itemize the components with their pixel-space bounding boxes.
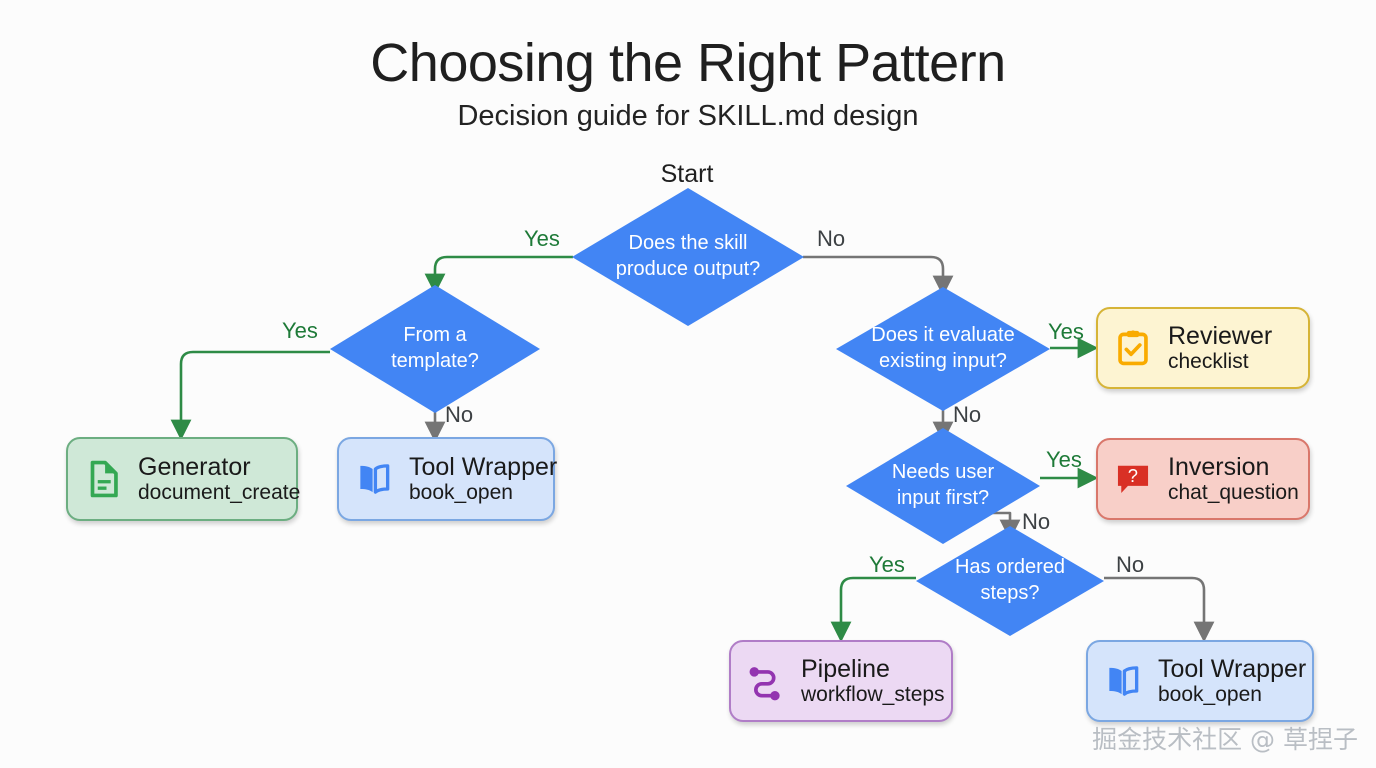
edge-yes-from-template bbox=[170, 350, 330, 441]
node-generator-title: Generator bbox=[138, 452, 251, 481]
node-tool-wrapper-left-title: Tool Wrapper bbox=[409, 452, 558, 481]
edge-label-yes-has-ordered-steps: Yes bbox=[869, 552, 905, 577]
edge-label-no-has-ordered-steps: No bbox=[1116, 552, 1145, 577]
node-tool-wrapper-bottom-text: Tool Wrapper book_open bbox=[1158, 655, 1306, 707]
node-pipeline-text: Pipeline workflow_steps bbox=[801, 655, 945, 707]
edge-label-yes-needs-user-input: Yes bbox=[1046, 447, 1082, 472]
edge-no-has-ordered-steps bbox=[1104, 576, 1215, 643]
edge-label-yes-evaluate-input: Yes bbox=[1048, 319, 1084, 344]
edge-label-yes-produce-output: Yes bbox=[524, 226, 560, 251]
edge-yes-produce-output bbox=[424, 255, 573, 295]
node-generator-text: Generator document_create bbox=[138, 453, 300, 505]
node-reviewer-title: Reviewer bbox=[1168, 321, 1273, 350]
edge-label-no-produce-output: No bbox=[817, 226, 846, 251]
node-pipeline-subtitle: workflow_steps bbox=[801, 682, 945, 706]
node-tool-wrapper-bottom-title: Tool Wrapper bbox=[1158, 654, 1307, 683]
edge-no-produce-output bbox=[803, 255, 954, 297]
node-reviewer-text: Reviewer checklist bbox=[1168, 322, 1272, 374]
node-pipeline-title: Pipeline bbox=[801, 654, 890, 683]
node-tool-wrapper-left-subtitle: book_open bbox=[409, 480, 513, 504]
workflow-steps-icon bbox=[749, 667, 780, 701]
node-tool-wrapper-left[interactable]: Tool Wrapper book_open bbox=[337, 437, 557, 521]
watermark: 掘金技术社区 @ 草捏子 bbox=[1092, 725, 1358, 754]
start-label: Start bbox=[660, 160, 714, 188]
edge-label-no-evaluate-input: No bbox=[953, 402, 982, 427]
node-tool-wrapper-left-text: Tool Wrapper book_open bbox=[409, 453, 557, 505]
node-inversion-subtitle: chat_question bbox=[1168, 480, 1299, 504]
node-tool-wrapper-bottom[interactable]: Tool Wrapper book_open bbox=[1086, 640, 1314, 722]
edge-yes-has-ordered-steps bbox=[830, 576, 916, 643]
node-reviewer[interactable]: Reviewer checklist bbox=[1096, 307, 1310, 389]
book-open-icon bbox=[360, 464, 390, 494]
node-inversion-text: Inversion chat_question bbox=[1168, 453, 1299, 505]
chat-question-icon: ? bbox=[1117, 465, 1149, 493]
edge-label-yes-from-template: Yes bbox=[282, 318, 318, 343]
svg-text:?: ? bbox=[1128, 465, 1138, 486]
node-inversion[interactable]: ? Inversion chat_question bbox=[1096, 438, 1310, 520]
node-pipeline[interactable]: Pipeline workflow_steps bbox=[729, 640, 953, 722]
edge-label-no-needs-user-input: No bbox=[1022, 509, 1051, 534]
node-generator-subtitle: document_create bbox=[138, 480, 301, 504]
edge-label-no-from-template: No bbox=[445, 402, 474, 427]
book-open-icon bbox=[1109, 666, 1139, 696]
node-inversion-title: Inversion bbox=[1168, 452, 1270, 481]
page-subtitle: Decision guide for SKILL.md design bbox=[457, 100, 919, 132]
node-tool-wrapper-bottom-subtitle: book_open bbox=[1158, 682, 1262, 706]
node-generator[interactable]: Generator document_create bbox=[66, 437, 300, 521]
node-reviewer-subtitle: checklist bbox=[1168, 349, 1249, 373]
document-icon bbox=[90, 460, 118, 498]
page-title: Choosing the Right Pattern bbox=[370, 33, 1006, 93]
clipboard-check-icon bbox=[1118, 330, 1148, 366]
